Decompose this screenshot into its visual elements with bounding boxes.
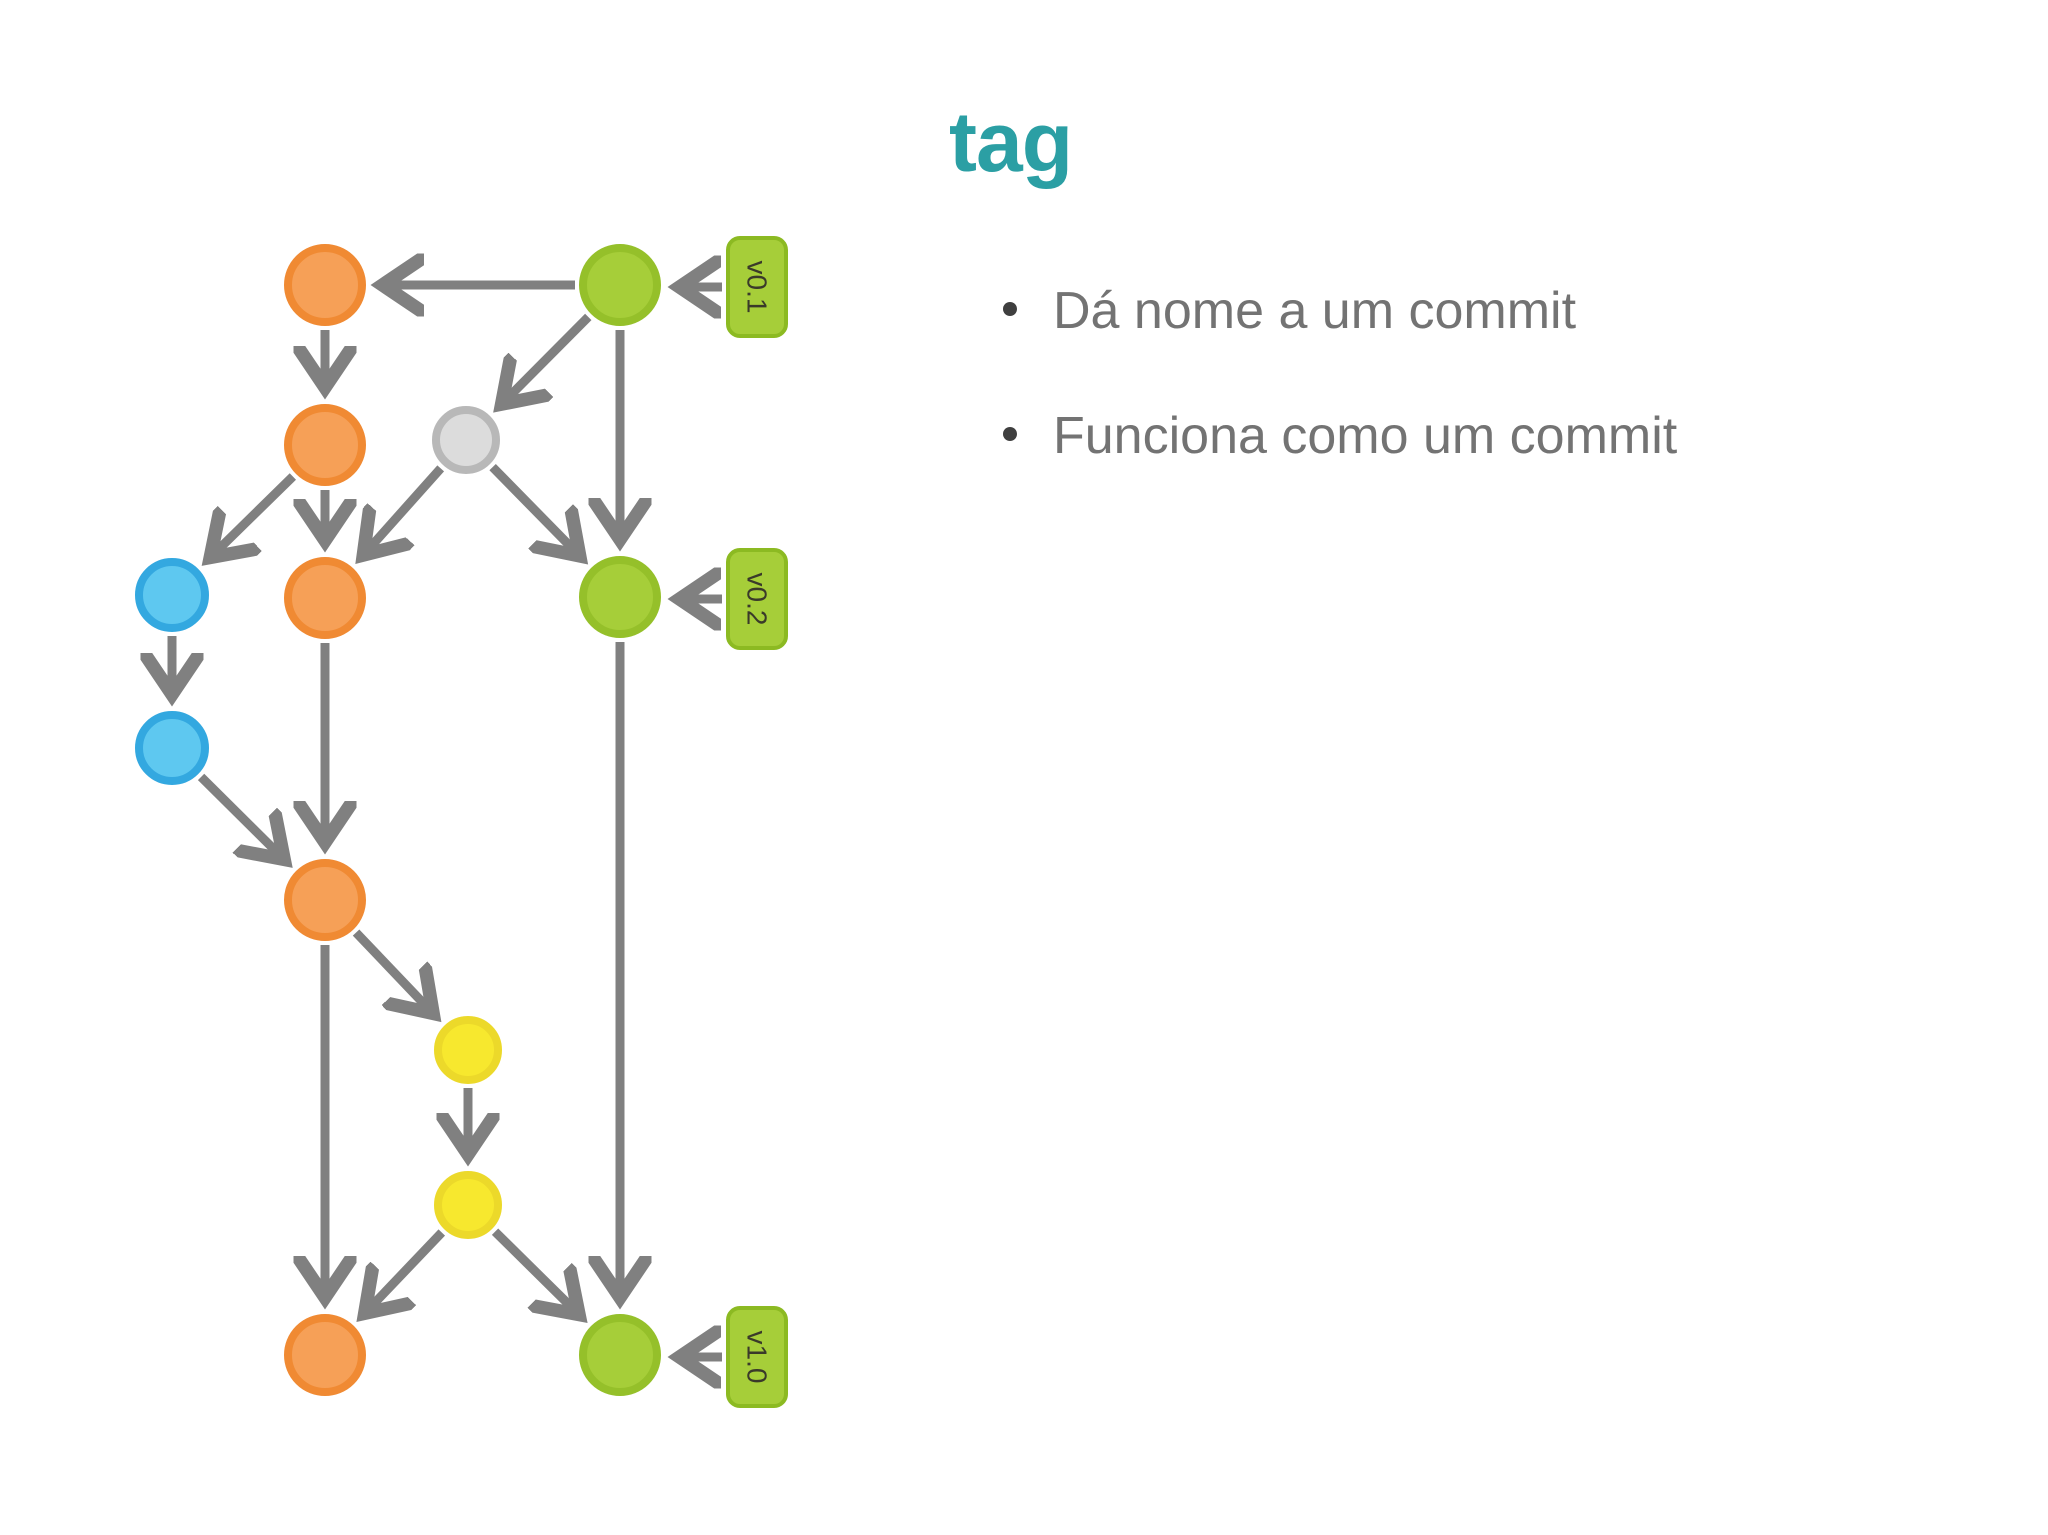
edge-y2-o5 bbox=[368, 1229, 446, 1310]
edge-o2-b1 bbox=[214, 473, 297, 554]
edge-n1-g2 bbox=[489, 463, 576, 552]
edge-o4-y1 bbox=[352, 929, 429, 1010]
tag-badge bbox=[726, 236, 788, 338]
bullet-text: Dá nome a um commit bbox=[1053, 282, 1577, 340]
commit-node-orange[interactable] bbox=[284, 244, 366, 326]
edge-b2-o4 bbox=[197, 773, 280, 856]
commit-node-orange[interactable] bbox=[284, 557, 366, 639]
commit-node-orange[interactable] bbox=[284, 859, 366, 941]
commit-node-blue[interactable] bbox=[135, 558, 209, 632]
commit-node-yellow[interactable] bbox=[434, 1016, 502, 1084]
commit-node-orange[interactable] bbox=[284, 1314, 366, 1396]
tag-text: v0.1 bbox=[742, 261, 773, 314]
tag-text: v1.0 bbox=[742, 1331, 773, 1384]
tag-layer: v0.1 v0.2 v1.0 bbox=[726, 236, 788, 1408]
commit-node-orange[interactable] bbox=[284, 404, 366, 486]
git-commit-graph: v0.1 v0.2 v1.0 bbox=[0, 0, 1010, 1535]
tag-badge bbox=[726, 548, 788, 650]
tag-label-v1.0[interactable]: v1.0 bbox=[726, 1306, 788, 1408]
commit-node-green[interactable] bbox=[579, 1314, 661, 1396]
bullet-text: Funciona como um commit bbox=[1053, 407, 1678, 466]
bullet-dot-icon bbox=[1003, 427, 1017, 442]
tag-label-v0.2[interactable]: v0.2 bbox=[726, 548, 788, 650]
edge-g1-n1 bbox=[505, 313, 592, 400]
edge-n1-o3 bbox=[367, 465, 445, 551]
tag-text: v0.2 bbox=[742, 573, 773, 626]
commit-node-gray[interactable] bbox=[432, 406, 500, 474]
commit-node-yellow[interactable] bbox=[434, 1171, 502, 1239]
edge-layer bbox=[172, 285, 722, 1357]
list-item: Dá nome a um commit bbox=[945, 280, 2005, 343]
bullet-list: Dá nome a um commit Funciona como um com… bbox=[945, 280, 2005, 469]
tag-label-v0.1[interactable]: v0.1 bbox=[726, 236, 788, 338]
node-layer bbox=[135, 244, 661, 1396]
edge-y2-g3 bbox=[491, 1228, 575, 1311]
commit-node-blue[interactable] bbox=[135, 711, 209, 785]
commit-node-green[interactable] bbox=[579, 556, 661, 638]
tag-badge bbox=[726, 1306, 788, 1408]
bullet-dot-icon bbox=[1003, 302, 1017, 316]
slide-content: tag Dá nome a um commit Funciona como um… bbox=[945, 100, 2005, 900]
page-title: tag bbox=[949, 95, 1073, 189]
list-item: Funciona como um commit bbox=[945, 405, 2005, 468]
commit-node-green[interactable] bbox=[579, 244, 661, 326]
